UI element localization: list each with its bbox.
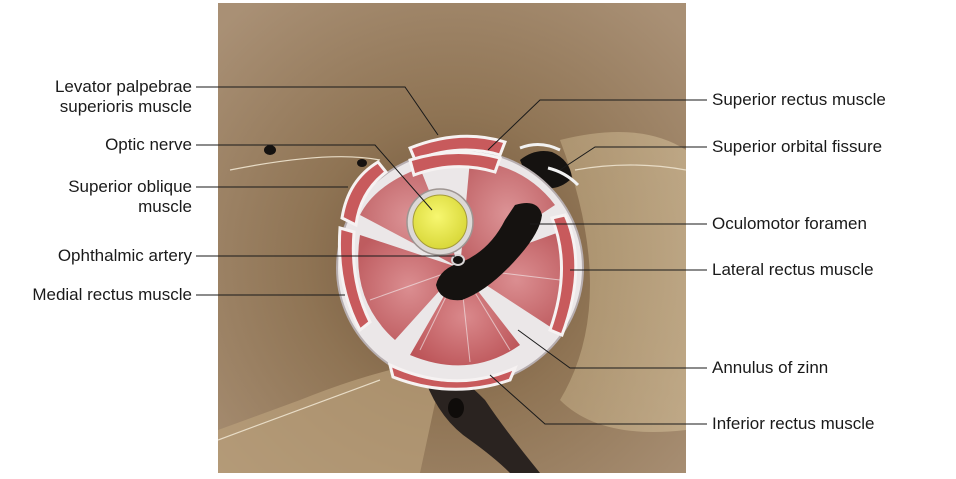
label-ophthalmic-artery: Ophthalmic artery — [57, 246, 192, 265]
label-oculomotor-foramen: Oculomotor foramen — [712, 214, 867, 233]
oculomotor-foramen-shape — [436, 202, 542, 301]
optic-nerve-shape — [406, 188, 474, 256]
label-medial-rectus: Medial rectus muscle — [32, 285, 192, 304]
label-superior-orbital-fissure: Superior orbital fissure — [712, 137, 883, 156]
label-optic-nerve: Optic nerve — [105, 135, 192, 154]
leader-lines — [196, 86, 707, 425]
muscle-sections — [337, 134, 578, 391]
ophthalmic-artery-shape — [451, 254, 465, 266]
label-lateral-rectus: Lateral rectus muscle — [712, 260, 874, 279]
label-annulus-of-zinn: Annulus of zinn — [712, 358, 829, 377]
label-superior-rectus: Superior rectus muscle — [712, 90, 886, 109]
label-inferior-rectus: Inferior rectus muscle — [712, 414, 875, 433]
bone-background — [218, 3, 686, 473]
